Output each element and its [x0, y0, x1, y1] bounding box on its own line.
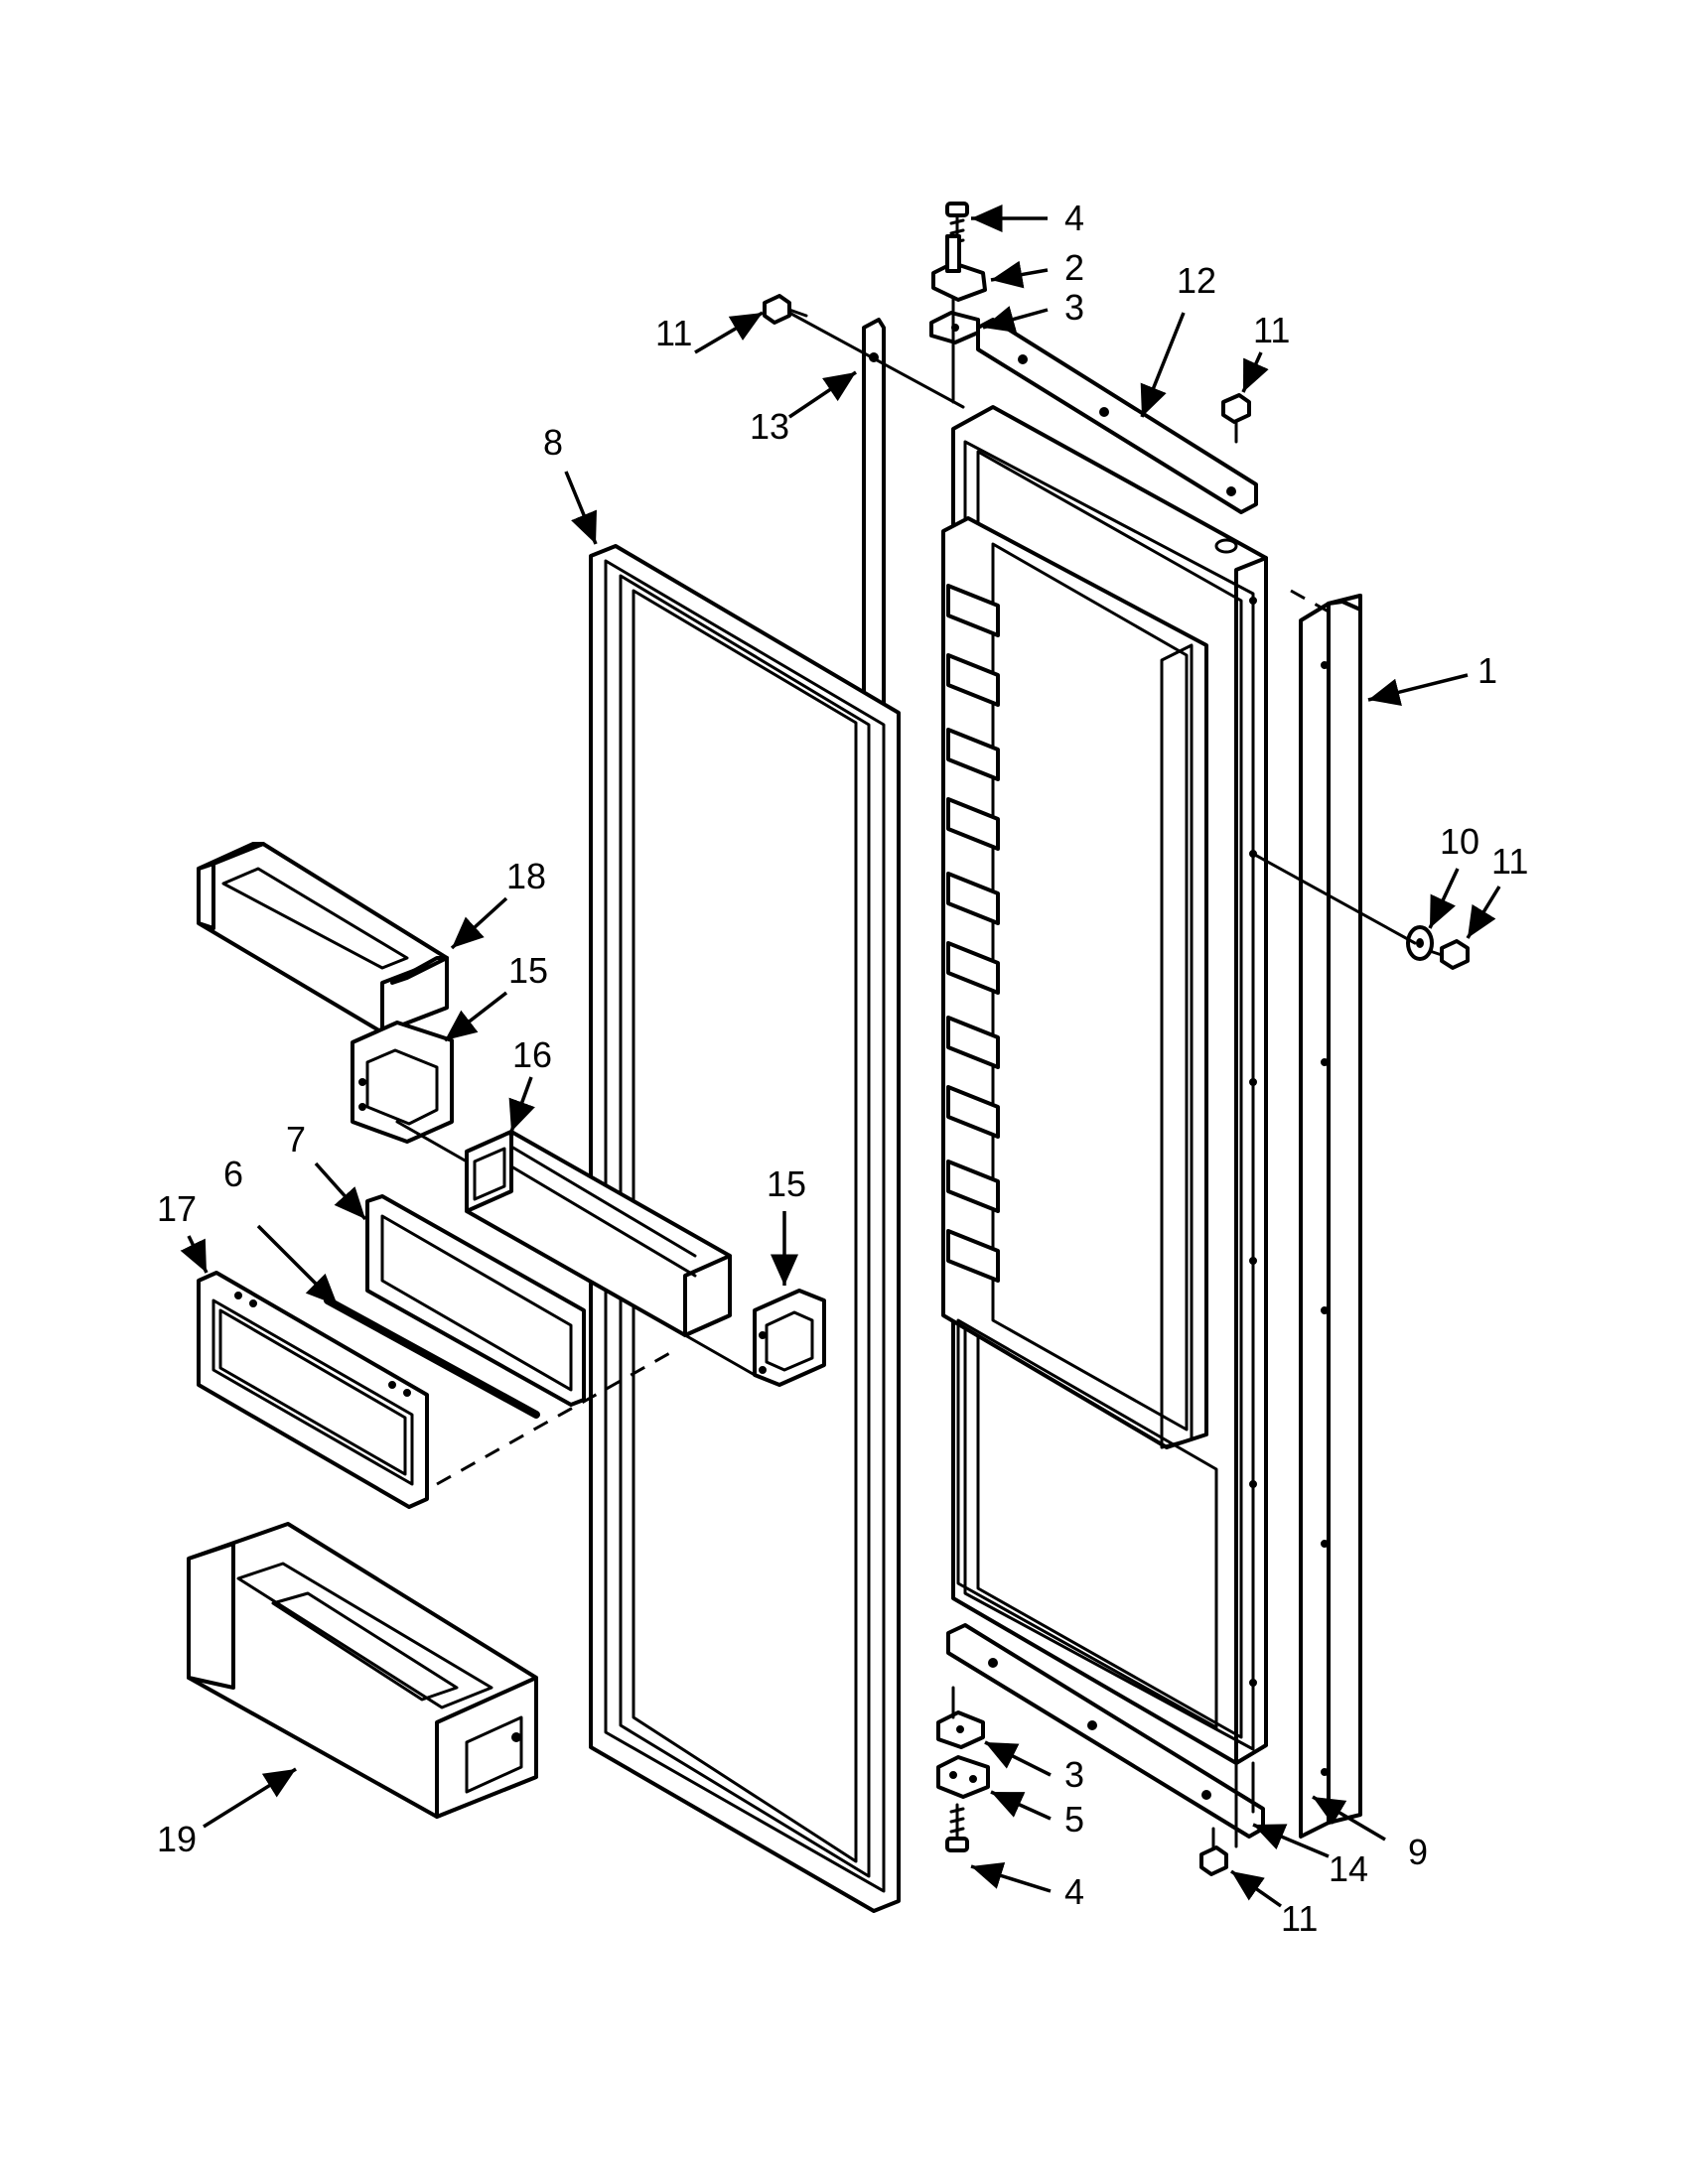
callout-3-bottom: 3 — [1064, 1754, 1084, 1795]
callout-7: 7 — [286, 1119, 306, 1160]
part-11-screw-side — [1428, 939, 1470, 970]
callout-11-top-left: 11 — [655, 313, 692, 353]
callout-12: 12 — [1177, 260, 1216, 301]
callout-10: 10 — [1440, 821, 1479, 862]
part-11-screw-top-right — [1221, 393, 1251, 444]
part-11-screw-bottom — [1199, 1827, 1228, 1876]
callout-15-left: 15 — [508, 950, 548, 991]
callout-14: 14 — [1329, 1848, 1368, 1889]
part-5-bottom-hinge — [936, 1755, 990, 1799]
callout-18: 18 — [506, 856, 546, 896]
callout-labels: 4 2 3 11 13 12 11 8 1 10 11 18 15 16 7 6… — [157, 198, 1528, 1939]
part-10-washer — [1406, 925, 1434, 961]
callout-1: 1 — [1477, 650, 1497, 691]
part-4-bottom-screw — [945, 1803, 969, 1852]
part-15-end-cap-right — [753, 1289, 826, 1387]
part-19-large-bin — [187, 1522, 538, 1819]
callout-6: 6 — [223, 1154, 243, 1194]
part-8-door-gasket — [589, 544, 901, 1913]
door-liner — [941, 405, 1268, 1765]
bottom-hinge-assembly — [936, 1710, 990, 1852]
leader-lines — [180, 205, 1501, 1908]
part-17-drawer-front — [197, 1271, 429, 1509]
door-liner-shelf-rails — [946, 584, 1000, 1283]
part-18-small-bin — [197, 842, 449, 1034]
part-7-drawer-frame — [365, 1194, 586, 1407]
callout-9: 9 — [1408, 1832, 1428, 1872]
callout-19: 19 — [157, 1819, 197, 1859]
callout-13: 13 — [750, 406, 789, 447]
alignment-lines — [395, 296, 1417, 1848]
callout-4-bottom: 4 — [1064, 1871, 1084, 1912]
top-hinge-assembly — [929, 202, 987, 344]
callout-5: 5 — [1064, 1799, 1084, 1840]
callout-15-right: 15 — [767, 1163, 806, 1204]
callout-11-bottom: 11 — [1281, 1898, 1318, 1939]
part-11-screw-top-left — [763, 294, 808, 325]
part-2-top-hinge — [931, 234, 987, 302]
part-15-end-cap-left — [351, 1021, 454, 1144]
callout-8: 8 — [543, 422, 563, 463]
callout-11-top-right: 11 — [1253, 310, 1290, 350]
part-6-rod — [324, 1297, 540, 1419]
callout-11-side: 11 — [1491, 841, 1528, 882]
part-1-trim-strip — [1299, 594, 1362, 1839]
callout-16: 16 — [512, 1034, 552, 1075]
callout-2: 2 — [1064, 247, 1084, 288]
part-3-bottom-shim — [936, 1710, 985, 1749]
callout-17: 17 — [157, 1188, 197, 1229]
callout-4-top: 4 — [1064, 198, 1084, 238]
callout-3-top: 3 — [1064, 287, 1084, 328]
